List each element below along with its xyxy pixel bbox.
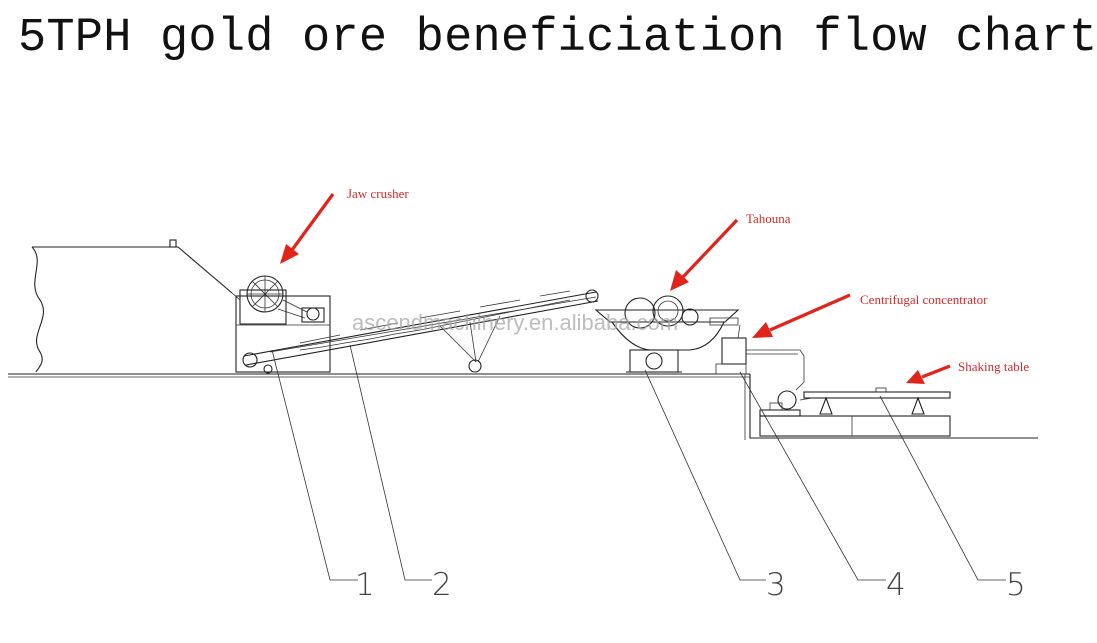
arrow-tahouna	[670, 218, 739, 291]
page-title: 5TPH gold ore beneficiation flow chart	[18, 12, 1097, 65]
centrifugal-concentrator	[715, 324, 805, 391]
label-jaw-crusher: Jaw crusher	[347, 186, 409, 201]
callout-number-3: 3	[766, 567, 786, 603]
callout-number-1: 1	[355, 567, 375, 603]
leader-lines	[271, 344, 1006, 581]
label-shaking-table: Shaking table	[958, 359, 1029, 374]
arrow-centrifugal-concentrator	[752, 293, 851, 338]
callout-number-5: 5	[1006, 567, 1026, 603]
callout-number-2: 2	[432, 567, 452, 603]
ground-line	[8, 373, 1038, 440]
label-centrifugal-concentrator: Centrifugal concentrator	[860, 292, 988, 307]
belt-conveyor	[242, 289, 599, 374]
arrow-jaw-crusher	[280, 193, 335, 264]
ore-bin	[31, 239, 233, 373]
label-tahouna: Tahouna	[746, 211, 791, 226]
jaw-crusher	[231, 275, 331, 373]
arrow-shaking-table	[906, 364, 951, 384]
shaking-table	[759, 387, 951, 437]
watermark: ascendmachinery.en.alibaba.com	[352, 310, 678, 335]
tahouna-mill	[594, 295, 740, 373]
callout-number-4: 4	[886, 567, 906, 603]
